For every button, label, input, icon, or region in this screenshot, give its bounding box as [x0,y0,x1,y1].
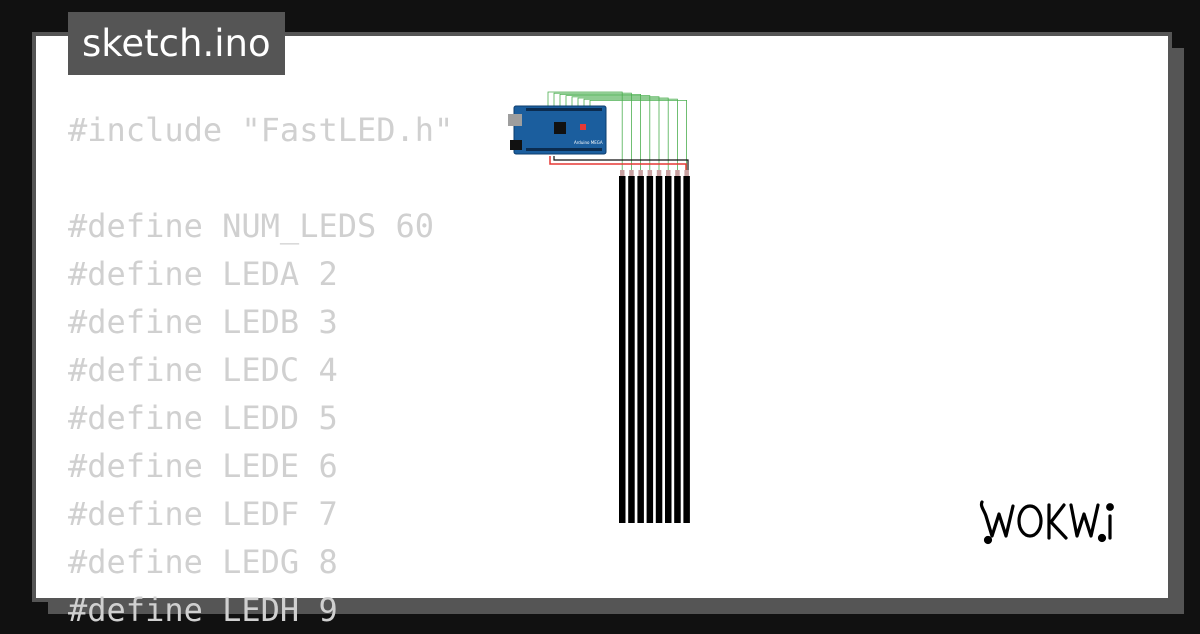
led-strip[interactable] [628,176,635,523]
led-strip[interactable] [683,176,690,523]
code-line: #define LEDC 4 [68,351,338,389]
code-line: #define LEDF 7 [68,495,338,533]
signal-wire [571,96,660,170]
arduino-mega-board[interactable]: Arduino MEGA [508,105,607,155]
signal-wire [589,100,687,170]
strip-connector [684,170,689,176]
signal-wire [553,92,632,170]
code-line: #define LEDE 6 [68,447,338,485]
circuit-diagram: Arduino MEGA [508,91,690,523]
board-label: Arduino MEGA [574,140,603,145]
signal-wire [547,91,623,170]
strip-connector [675,170,680,176]
code-line: #define LEDD 5 [68,399,338,437]
signal-wire [583,98,678,170]
strip-connector [620,170,625,176]
strip-connector [638,170,643,176]
led-strip[interactable] [637,176,644,523]
code-line: #define LEDA 2 [68,255,338,293]
file-tab[interactable]: sketch.ino [68,12,285,75]
signal-wire [559,94,641,170]
strip-connector [656,170,662,176]
led-strip[interactable] [646,176,654,523]
led-strip[interactable] [665,176,672,523]
strip-connector [666,170,671,176]
power-jack [510,140,522,150]
code-line: #define NUM_LEDS 60 [68,207,435,245]
led-strip[interactable] [655,176,663,523]
strip-connector [629,170,634,176]
code-line: #define LEDG 8 [68,543,338,581]
signal-wire [577,97,669,170]
signal-wires [547,91,687,170]
code-preview: #include "FastLED.h" #define NUM_LEDS 60 #… [68,106,453,634]
led-strip[interactable] [619,176,626,523]
usb-port [508,114,522,126]
code-line: #include "FastLED.h" [68,111,454,149]
led-strip[interactable] [674,176,681,523]
header-top [526,108,602,111]
led-strips [619,170,690,523]
ground-wire [553,156,689,176]
wokwi-logo [979,500,1114,545]
header-bottom [526,148,602,151]
code-line: #define LEDB 3 [68,303,338,341]
signal-wire [565,95,651,170]
power-wire [549,156,687,176]
preview-card[interactable]: #include "FastLED.h" #define NUM_LEDS 60 #… [32,32,1172,629]
code-line: #define LEDH 9 [68,591,338,629]
strip-connector [647,170,653,176]
microcontroller-chip [554,122,566,134]
reset-button [580,124,586,130]
